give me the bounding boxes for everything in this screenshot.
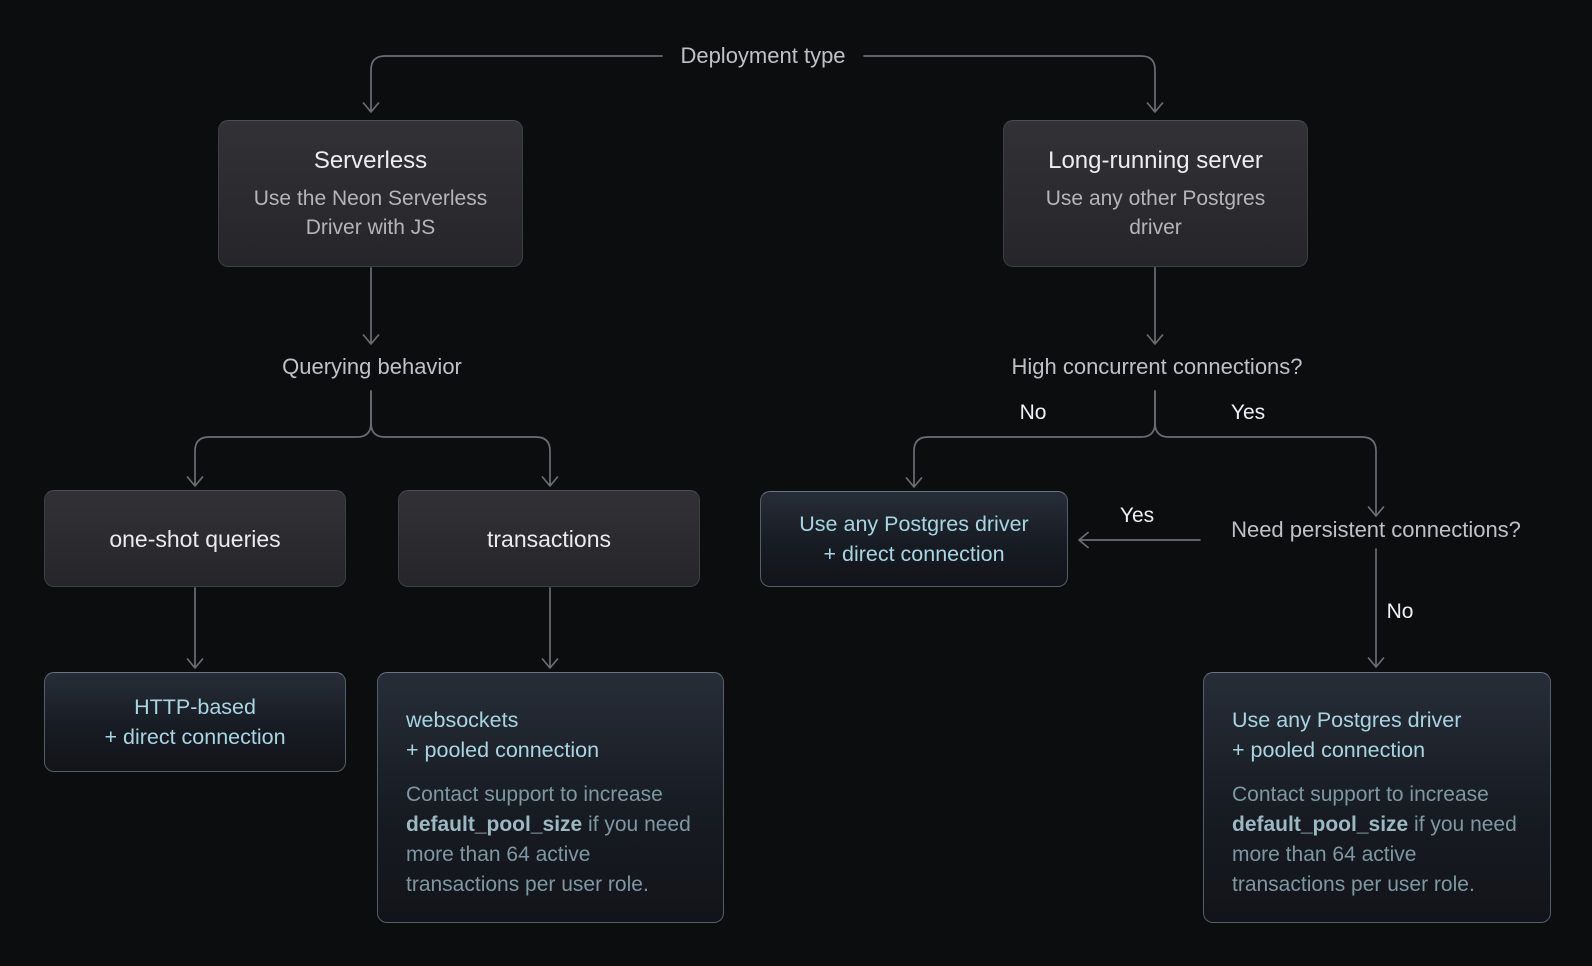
querying-behavior-label: Querying behavior xyxy=(282,354,462,379)
node-websockets-pooled: websockets + pooled connection Contact s… xyxy=(377,672,724,923)
node-any-driver-direct-line1: Use any Postgres driver xyxy=(799,512,1029,536)
deployment-type-label: Deployment type xyxy=(680,43,846,68)
node-http-based-line1: HTTP-based xyxy=(134,695,256,719)
node-any-driver-direct: Use any Postgres driver + direct connect… xyxy=(760,491,1068,587)
node-websockets-line2: + pooled connection xyxy=(406,738,600,762)
note-text-pre: Contact support to increase xyxy=(406,783,663,806)
yes-branch-label: Yes xyxy=(1230,401,1266,424)
note-text-pre: Contact support to increase xyxy=(1232,783,1489,806)
node-long-running-title: Long-running server xyxy=(1048,146,1263,174)
node-any-driver-pooled-line1: Use any Postgres driver xyxy=(1232,708,1462,732)
note-text-post: if you need more than 64 active transact… xyxy=(1232,813,1517,896)
node-serverless-subtitle: Use the Neon Serverless Driver with JS xyxy=(253,186,488,239)
node-long-running-server: Long-running server Use any other Postgr… xyxy=(1003,120,1308,267)
connector-longrunning-to-highconcurrent xyxy=(1146,266,1164,345)
connector-persistent-yes xyxy=(1078,531,1201,549)
node-serverless-title: Serverless xyxy=(313,146,428,174)
note-code-default-pool-size: default_pool_size xyxy=(406,813,583,836)
connector-persistent-no xyxy=(1367,548,1385,668)
node-transactions: transactions xyxy=(398,490,700,587)
need-persistent-label: Need persistent connections? xyxy=(1231,517,1521,542)
connector-transactions-to-websockets xyxy=(541,587,559,669)
node-http-based-direct: HTTP-based + direct connection xyxy=(44,672,346,772)
node-long-running-subtitle: Use any other Postgres driver xyxy=(1045,186,1266,239)
node-one-shot-queries: one-shot queries xyxy=(44,490,346,587)
connector-highconcurrent-yes xyxy=(1154,390,1385,517)
connector-oneshot-to-httpbased xyxy=(186,587,204,669)
node-one-shot-title: one-shot queries xyxy=(109,525,281,552)
node-websockets-line1: websockets xyxy=(406,708,519,732)
note-text-post: if you need more than 64 active transact… xyxy=(406,813,691,896)
high-concurrent-label: High concurrent connections? xyxy=(1011,354,1303,379)
node-any-driver-direct-line2: + direct connection xyxy=(823,542,1005,566)
connector-querying-to-oneshot xyxy=(186,390,372,487)
node-websockets-note: Contact support to increase default_pool… xyxy=(406,780,695,900)
no-branch-label: No xyxy=(1019,401,1047,424)
node-any-driver-pooled: Use any Postgres driver + pooled connect… xyxy=(1203,672,1551,923)
node-any-driver-pooled-note: Contact support to increase default_pool… xyxy=(1232,780,1522,900)
node-any-driver-pooled-line2: + pooled connection xyxy=(1232,738,1426,762)
yes-to-direct-label: Yes xyxy=(1119,504,1155,527)
node-transactions-title: transactions xyxy=(486,525,611,552)
node-serverless: Serverless Use the Neon Serverless Drive… xyxy=(218,120,523,267)
connector-querying-to-transactions xyxy=(370,390,559,487)
connector-deployment-to-serverless xyxy=(362,55,663,113)
node-http-based-line2: + direct connection xyxy=(104,725,286,749)
note-code-default-pool-size: default_pool_size xyxy=(1232,813,1409,836)
no-down-label: No xyxy=(1386,600,1414,623)
connector-deployment-to-longrunning xyxy=(863,55,1164,113)
connector-serverless-to-querying xyxy=(362,267,380,345)
